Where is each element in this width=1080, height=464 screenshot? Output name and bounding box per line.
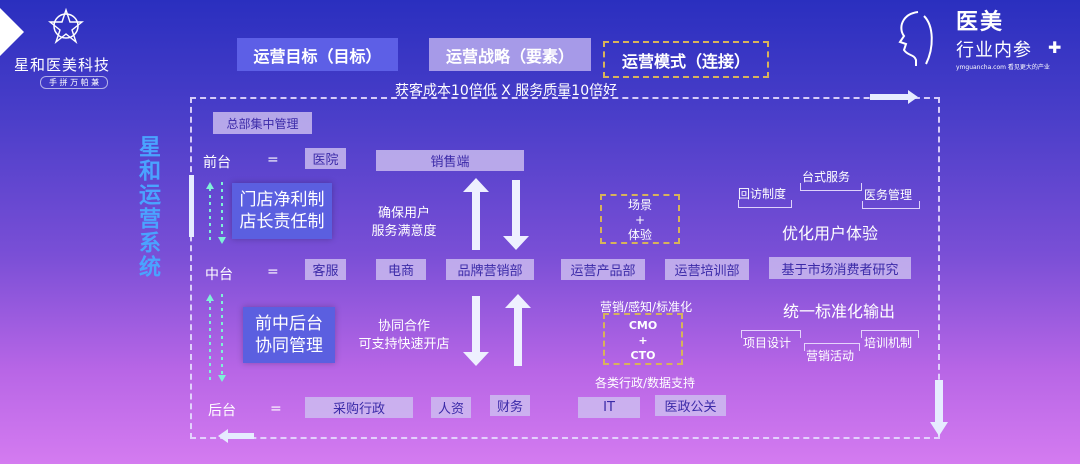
star-emblem-icon bbox=[48, 7, 84, 45]
box-ops-training: 运营培训部 bbox=[665, 259, 749, 280]
plus-icon: ✚ bbox=[1048, 38, 1062, 57]
arrow-down-icon bbox=[930, 380, 948, 436]
box-brand-marketing: 品牌营销部 bbox=[446, 259, 534, 280]
face-profile-icon bbox=[898, 11, 933, 66]
big-arrow-down-1 bbox=[503, 180, 529, 250]
tab-strategy[interactable]: 运营战略（要素） bbox=[429, 38, 591, 71]
std-bracket-1 bbox=[741, 330, 801, 338]
cmo-cto-box: CMO + CTO bbox=[603, 313, 683, 365]
box-ops-product: 运营产品部 bbox=[561, 259, 645, 280]
brand-name: 星和医美科技 bbox=[14, 56, 111, 74]
row-middle-eq: = bbox=[267, 264, 279, 280]
corner-triangle-icon bbox=[0, 8, 24, 56]
exp-item-medical: 医务管理 bbox=[864, 188, 913, 202]
slogan: 获客成本10倍低 X 服务质量10倍好 bbox=[395, 83, 618, 99]
note-coop-line2: 可支持快速开店 bbox=[358, 337, 450, 352]
card-top-line2: 店长责任制 bbox=[239, 212, 325, 232]
exp-item-followup: 回访制度 bbox=[738, 187, 787, 201]
arrow-right-icon bbox=[870, 90, 918, 104]
note-ensure-line2: 服务满意度 bbox=[371, 224, 437, 239]
row-front-label: 前台 bbox=[203, 155, 231, 171]
logo-line1: 医美 bbox=[956, 10, 1005, 35]
box-market-research: 基于市场消费者研究 bbox=[769, 257, 911, 279]
big-arrow-up-1 bbox=[463, 178, 489, 250]
exp-title: 优化用户体验 bbox=[782, 224, 879, 243]
cmo-footer: 各类行政/数据支持 bbox=[595, 376, 696, 390]
row-back-eq: = bbox=[270, 401, 282, 417]
cmo-line1: CMO bbox=[628, 319, 658, 332]
box-hospital: 医院 bbox=[305, 148, 346, 169]
vertical-title: 星和运营系统 bbox=[135, 135, 160, 279]
std-title: 统一标准化输出 bbox=[783, 302, 896, 321]
arrow-left-icon bbox=[218, 429, 254, 443]
cmo-line2: + bbox=[638, 334, 648, 347]
box-ecommerce: 电商 bbox=[376, 259, 426, 280]
tab-mode[interactable]: 运营模式（连接） bbox=[603, 41, 769, 78]
std-item-training: 培训机制 bbox=[864, 336, 913, 350]
exp-bracket-3 bbox=[862, 201, 920, 209]
box-it: IT bbox=[578, 397, 640, 418]
card-store-responsibility: 门店净利制 店长责任制 bbox=[232, 183, 332, 239]
cmo-line3: CTO bbox=[630, 349, 656, 362]
note-coop-line1: 协同合作 bbox=[377, 319, 430, 334]
note-ensure: 确保用户 服务满意度 bbox=[364, 205, 444, 241]
box-procurement: 采购行政 bbox=[305, 397, 413, 418]
frame-left-bar bbox=[189, 175, 194, 237]
exp-bracket-1 bbox=[738, 200, 792, 208]
exp-item-service: 台式服务 bbox=[802, 170, 851, 184]
note-coop: 协同合作 可支持快速开店 bbox=[352, 318, 456, 354]
box-customer-service: 客服 bbox=[305, 259, 346, 280]
std-bracket-3 bbox=[861, 330, 919, 338]
big-arrow-down-2 bbox=[463, 296, 489, 366]
big-arrow-up-2 bbox=[505, 294, 531, 366]
box-sales: 销售端 bbox=[376, 150, 524, 171]
box-hr: 人资 bbox=[431, 397, 471, 418]
exp-bracket-2 bbox=[800, 183, 862, 191]
row-middle-label: 中台 bbox=[205, 267, 233, 283]
brand-tagline: 手 拼 万 帕 兼 bbox=[40, 76, 109, 89]
logo-url: ymguancha.com 看见更大的产业 bbox=[956, 64, 1050, 71]
hq-management: 总部集中管理 bbox=[213, 112, 312, 134]
system-frame bbox=[190, 97, 940, 439]
cmo-title: 营销/感知/标准化 bbox=[600, 300, 693, 314]
card-bottom-line1: 前中后台 bbox=[255, 314, 323, 334]
std-bracket-2 bbox=[804, 343, 860, 351]
industry-logo: 医美 行业内参 ✚ ymguancha.com 看见更大的产业 bbox=[890, 0, 1080, 80]
logo-line2: 行业内参 bbox=[956, 40, 1032, 61]
scene-line1: 场景 bbox=[627, 198, 652, 212]
row-front-eq: = bbox=[267, 152, 279, 168]
std-item-campaign: 营销活动 bbox=[806, 349, 855, 363]
note-ensure-line1: 确保用户 bbox=[377, 206, 430, 221]
scene-line2: + bbox=[634, 213, 646, 227]
scene-experience-box: 场景 + 体验 bbox=[600, 194, 680, 244]
tab-goal[interactable]: 运营目标（目标） bbox=[237, 38, 398, 71]
brand-logo: 星和医美科技 手 拼 万 帕 兼 bbox=[0, 0, 140, 95]
card-collab-management: 前中后台 协同管理 bbox=[243, 307, 335, 363]
dotted-arrow-down-left bbox=[206, 294, 226, 382]
row-back-label: 后台 bbox=[208, 403, 236, 419]
scene-line3: 体验 bbox=[627, 228, 652, 242]
card-top-line1: 门店净利制 bbox=[239, 190, 325, 210]
dotted-arrow-up-left bbox=[206, 182, 226, 244]
std-item-design: 项目设计 bbox=[743, 336, 792, 350]
box-finance: 财务 bbox=[490, 395, 530, 416]
card-bottom-line2: 协同管理 bbox=[255, 336, 323, 356]
box-medical-pr: 医政公关 bbox=[655, 395, 726, 416]
